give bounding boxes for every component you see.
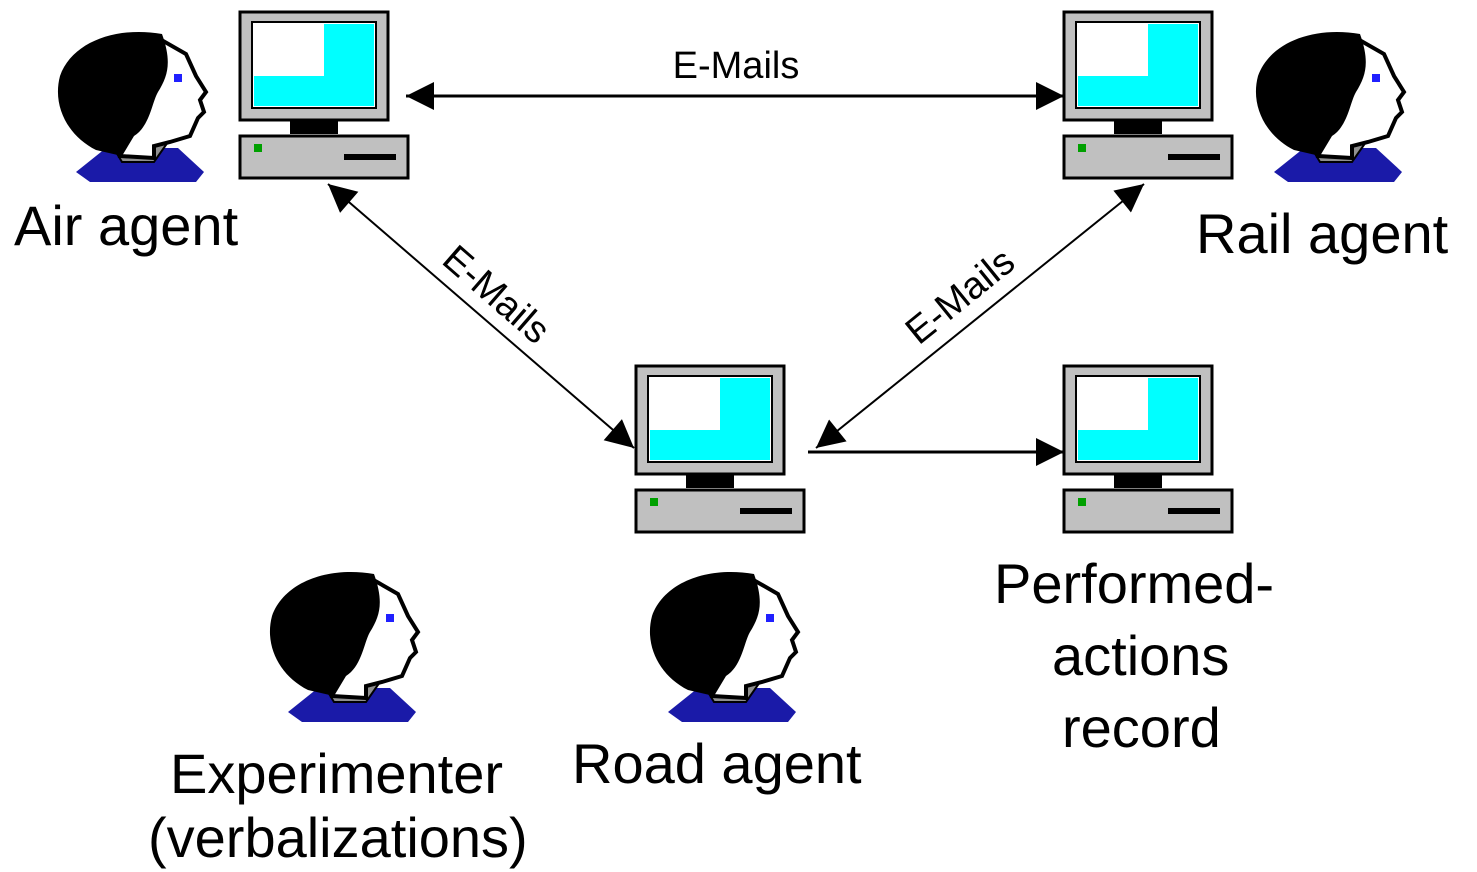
computer-icon-road: [634, 364, 806, 534]
person-icon-road: [647, 569, 800, 724]
label-rail-agent: Rail agent: [1196, 202, 1449, 265]
edge-label-air-rail: E-Mails: [673, 45, 800, 87]
label-experimenter: Experimenter: [170, 742, 504, 805]
person-icon-rail: [1253, 29, 1406, 185]
person-icon-air: [55, 29, 209, 185]
computer-icon-record: [1062, 364, 1234, 534]
person-icon-experimenter: [267, 569, 420, 724]
label-air-agent: Air agent: [14, 194, 239, 257]
computer-icon-rail: [1062, 10, 1234, 180]
edge-air-road: [327, 183, 635, 449]
label-record-line2: actions: [1052, 624, 1230, 687]
label-record-line3: record: [1062, 696, 1221, 759]
label-road-agent: Road agent: [572, 732, 862, 795]
edge-label-air-road: E-Mails: [434, 238, 557, 353]
label-experimenter-note: (verbalizations): [148, 806, 528, 869]
edge-rail-road: [815, 183, 1145, 449]
computer-icon-air: [238, 10, 410, 180]
label-record-line1: Performed-: [994, 552, 1275, 615]
